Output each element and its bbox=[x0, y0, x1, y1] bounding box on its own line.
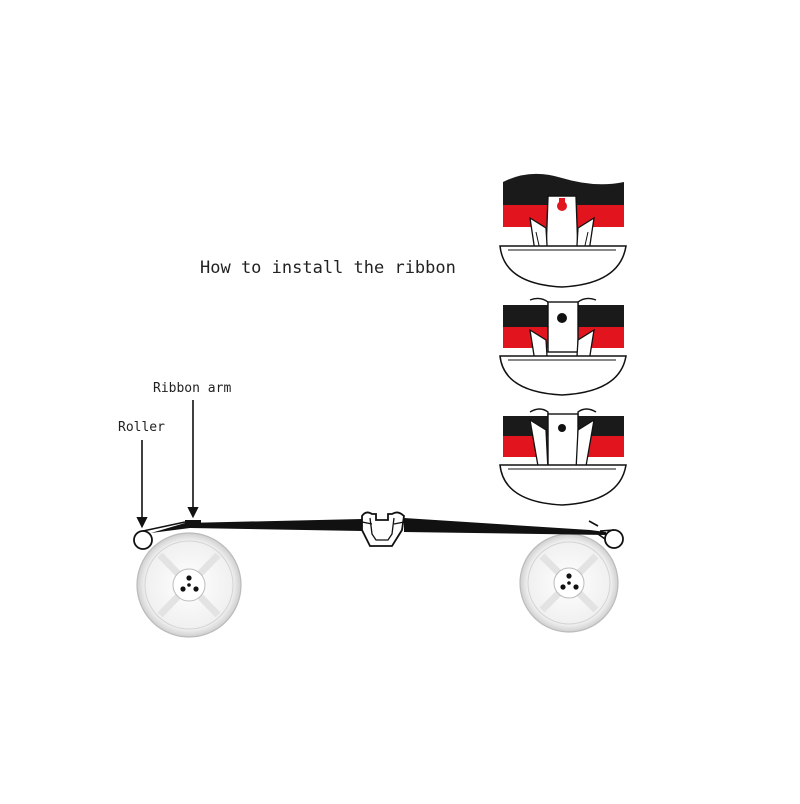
left-roller bbox=[133, 530, 153, 550]
right-spool bbox=[519, 533, 619, 633]
right-guide-mark-2 bbox=[597, 533, 606, 540]
roller-label: Roller bbox=[118, 420, 165, 435]
left-spool bbox=[136, 532, 242, 638]
guide-detail-step-3 bbox=[499, 408, 627, 506]
guide-detail-step-1 bbox=[499, 173, 627, 288]
right-guide-mark bbox=[588, 520, 599, 527]
ribbon-arm-label: Ribbon arm bbox=[153, 381, 232, 396]
right-roller bbox=[604, 529, 624, 549]
ribbon-path bbox=[142, 518, 615, 535]
page-title: How to install the ribbon bbox=[200, 258, 456, 278]
center-ribbon-guide bbox=[361, 511, 405, 547]
guide-detail-step-2 bbox=[499, 297, 627, 396]
ribbon-arm bbox=[185, 520, 201, 523]
